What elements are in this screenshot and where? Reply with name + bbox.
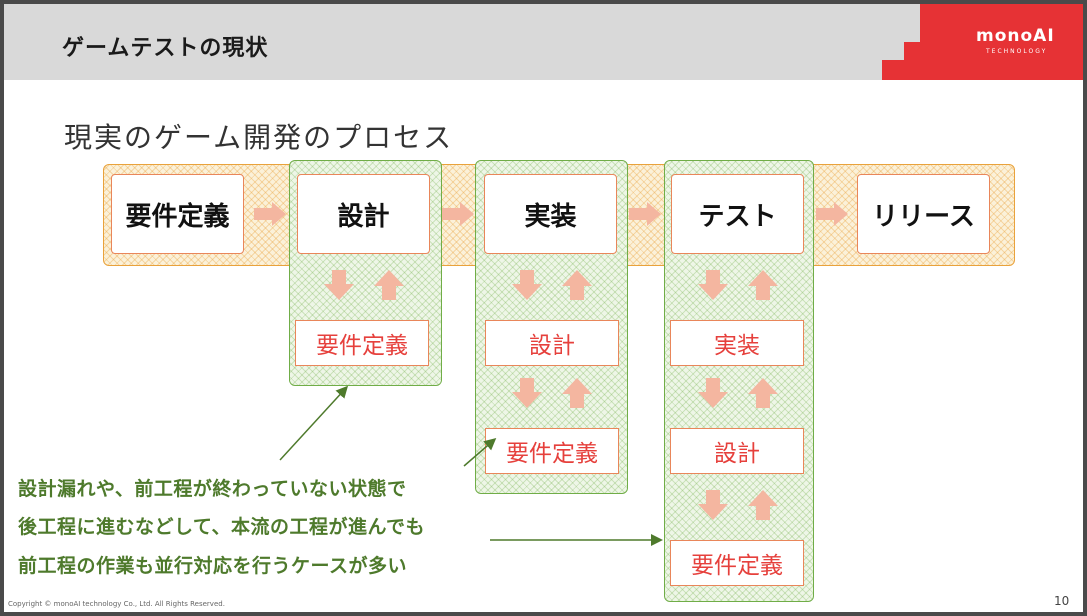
test-sub-implementation: 実装 <box>670 320 804 366</box>
impl-sub-design: 設計 <box>485 320 619 366</box>
arrow-up-icon <box>562 378 592 408</box>
arrow-right-icon <box>442 202 474 226</box>
arrow-right-icon <box>816 202 848 226</box>
step-requirements: 要件定義 <box>111 174 244 254</box>
arrow-down-icon <box>512 270 542 300</box>
step-release: リリース <box>857 174 990 254</box>
step-test: テスト <box>671 174 804 254</box>
logo-decoration <box>904 42 920 80</box>
slide-subtitle: 現実のゲーム開発のプロセス <box>64 121 454 154</box>
test-sub-requirements: 要件定義 <box>670 540 804 586</box>
arrow-down-icon <box>512 378 542 408</box>
logo <box>920 4 1083 80</box>
arrow-down-icon <box>698 270 728 300</box>
note-line-2: 後工程に進むなどして、本流の工程が進んでも <box>18 516 426 538</box>
logo-text: monoAI <box>976 26 1055 46</box>
note-line-3: 前工程の作業も並行対応を行うケースが多い <box>18 555 408 577</box>
arrow-down-icon <box>324 270 354 300</box>
page-number: 10 <box>1054 594 1070 608</box>
arrow-up-icon <box>748 270 778 300</box>
note-line-1: 設計漏れや、前工程が終わっていない状態で <box>18 478 407 500</box>
arrow-up-icon <box>748 378 778 408</box>
arrow-right-icon <box>629 202 661 226</box>
arrow-up-icon <box>374 270 404 300</box>
logo-decoration <box>882 60 904 80</box>
arrow-up-icon <box>562 270 592 300</box>
arrow-down-icon <box>698 490 728 520</box>
copyright: Copyright © monoAI technology Co., Ltd. … <box>8 600 225 608</box>
arrow-up-icon <box>748 490 778 520</box>
test-sub-design: 設計 <box>670 428 804 474</box>
design-sub-requirements: 要件定義 <box>295 320 429 366</box>
header-bar: ゲームテストの現状 <box>4 4 1083 80</box>
logo-subtext: TECHNOLOGY <box>986 48 1048 55</box>
impl-sub-requirements: 要件定義 <box>485 428 619 474</box>
page-title: ゲームテストの現状 <box>62 36 269 61</box>
slide: ゲームテストの現状 monoAI TECHNOLOGY 現実のゲーム開発のプロセ… <box>4 4 1083 612</box>
arrow-right-icon <box>254 202 286 226</box>
pointer-lines <box>279 385 663 546</box>
step-implementation: 実装 <box>484 174 617 254</box>
arrow-down-icon <box>698 378 728 408</box>
step-design: 設計 <box>297 174 430 254</box>
